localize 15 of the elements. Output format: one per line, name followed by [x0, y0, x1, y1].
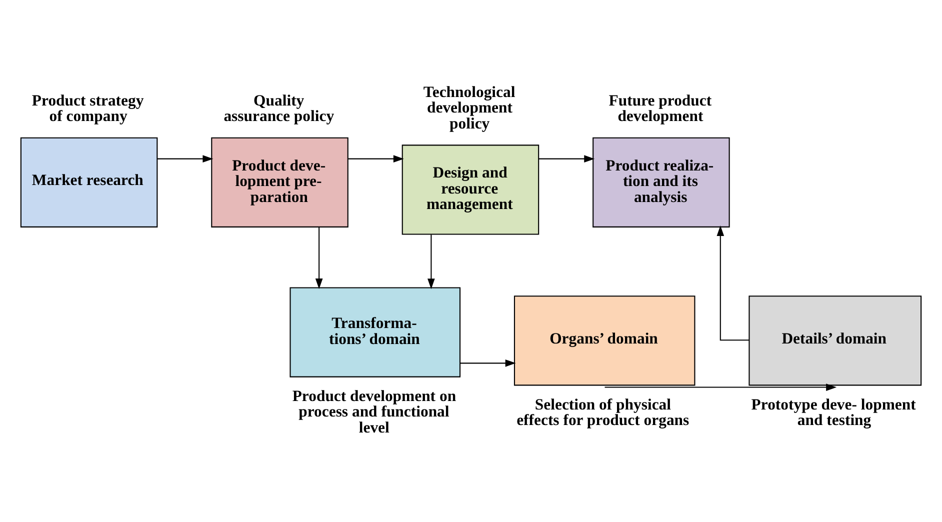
arrow — [460, 360, 516, 367]
node-label: Prototype deve- lopment and testing — [751, 396, 916, 429]
arrow — [428, 234, 435, 290]
arrow — [315, 227, 323, 289]
arrow — [604, 384, 837, 391]
node-label: Technological development policy — [423, 84, 516, 132]
node-label: Selection of physical effects for product organs — [516, 396, 690, 429]
node-label: Product strategy of company — [32, 92, 144, 126]
arrow — [157, 155, 214, 162]
arrow — [716, 226, 750, 341]
arrow — [348, 155, 404, 162]
node-label: Product development on process and functional level — [292, 388, 456, 436]
node-label: Quality assurance policy — [224, 92, 334, 126]
arrow — [538, 155, 595, 162]
node-label: Future product development — [608, 92, 712, 126]
